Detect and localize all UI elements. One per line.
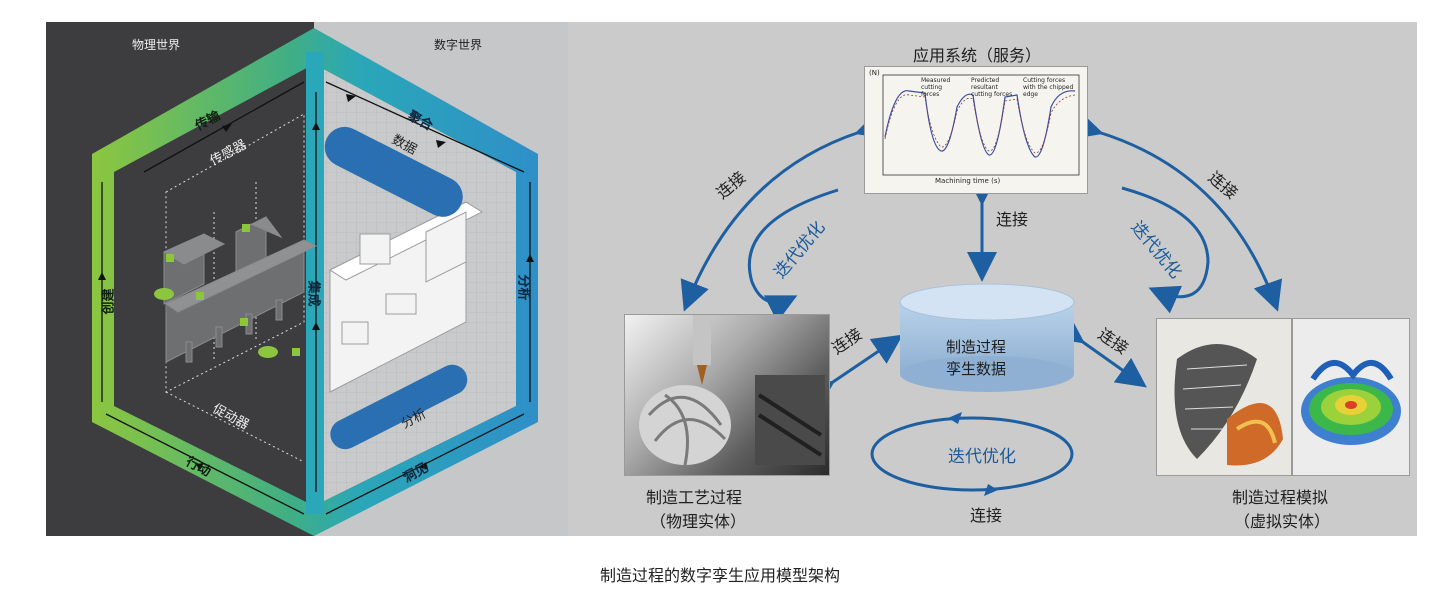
machining-photo [624,314,830,476]
app-system-title: 应用系统（服务） [913,46,1042,65]
digital-world-label: 数字世界 [434,38,483,52]
center-data-line2: 孪生数据 [946,360,1007,378]
physical-digital-hexagon-panel: 物理世界 数字世界 传输 聚合 分析 洞见 行动 创建 集成 传感器 促动器 数… [46,22,568,536]
application-model-panel: 应用系统（服务） Machining time (s) (N) Measured… [568,22,1417,536]
connection-arrows [680,110,1283,496]
plot-xlabel: Machining time (s) [935,177,1001,185]
plot-legend-chipped: Cutting forces with the chipped edge [1023,77,1074,98]
physical-machine [162,216,318,363]
simulation-mesh-image [1156,318,1292,476]
figure-caption: 制造过程的数字孪生应用模型架构 [599,566,840,585]
cutting-force-plot: Machining time (s) (N) Measured cutting … [864,66,1088,194]
plot-legend-measured: Measured cutting forces [921,77,951,98]
digital-machine [328,201,484,393]
simulation-contour-image [1292,318,1410,476]
connect-label-center: 连接 [996,210,1029,229]
center-data-line1: 制造过程 [946,338,1007,356]
edge-integrate-label: 集成 [305,280,321,307]
iterate-label-bottom: 迭代优化 [948,447,1016,467]
connect-label-bottom: 连接 [970,506,1003,525]
data-capsule [324,126,463,217]
virtual-label-line1: 制造过程模拟 [1232,488,1329,507]
edge-analyze-label: 分析 [515,274,531,301]
hexagon-graphic [46,22,568,536]
plot-legend-predicted: Predicted resultant cutting forces [971,77,1013,98]
physical-label-line1: 制造工艺过程 [646,488,743,507]
virtual-label-line2: （虚拟实体） [1234,512,1331,531]
edge-create-label: 创建 [101,288,117,315]
analyze-capsule [330,364,468,450]
physical-label-line2: （物理实体） [650,512,747,531]
plot-ylabel: (N) [869,69,880,77]
physical-world-label: 物理世界 [132,38,181,52]
